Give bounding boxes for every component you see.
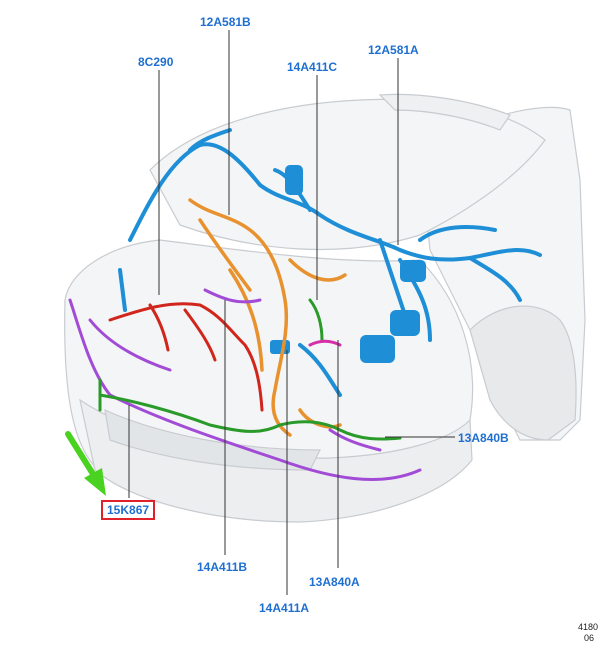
wheel-arch bbox=[469, 305, 577, 441]
callout-14A411A: 14A411A bbox=[259, 601, 310, 615]
callout-15K867-highlighted: 15K867 bbox=[101, 500, 156, 520]
reference-sub: 06 bbox=[584, 633, 595, 643]
harness-purple bbox=[68, 288, 422, 481]
callout-14A411B: 14A411B bbox=[197, 560, 248, 574]
harness-blue bbox=[118, 128, 542, 397]
leader-lines bbox=[128, 30, 455, 595]
callout-13A840B: 13A840B bbox=[458, 431, 509, 445]
harness-blue-modules bbox=[270, 165, 426, 363]
callout-12A581A: 12A581A bbox=[368, 43, 419, 57]
callout-14A411C: 14A411C bbox=[287, 60, 338, 74]
harness-orange bbox=[188, 198, 347, 437]
callout-13A840A: 13A840A bbox=[309, 575, 360, 589]
harness-green bbox=[98, 298, 402, 441]
reference-number: 4180 bbox=[578, 622, 599, 632]
green-arrow-icon bbox=[65, 431, 106, 496]
callout-8C290: 8C290 bbox=[138, 55, 174, 69]
vehicle-body bbox=[64, 93, 586, 523]
callout-12A581B: 12A581B bbox=[200, 15, 251, 29]
windshield-edge bbox=[378, 93, 511, 131]
harness-magenta bbox=[308, 339, 342, 347]
harness-red bbox=[108, 302, 264, 412]
